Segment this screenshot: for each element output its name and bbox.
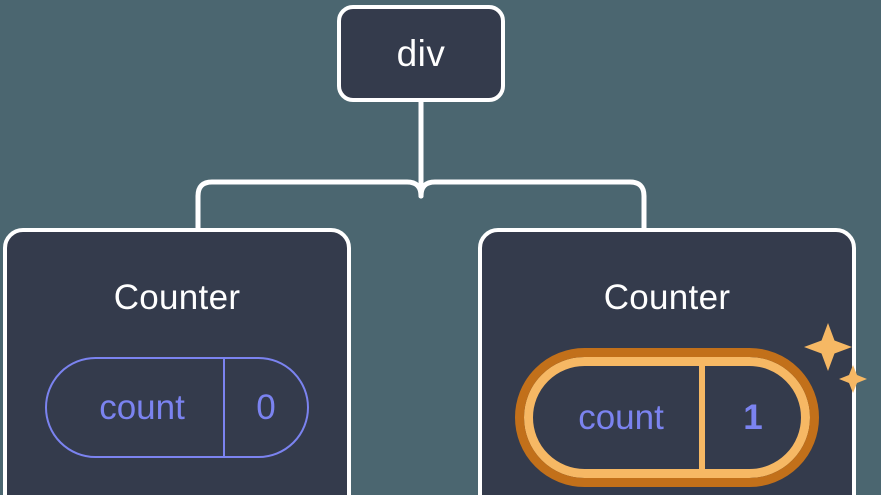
counter-right-state-value: 1 bbox=[743, 398, 763, 437]
sparkle-large-icon bbox=[804, 323, 852, 371]
node-div-label: div bbox=[396, 33, 446, 74]
counter-right-title: Counter bbox=[603, 278, 731, 317]
sparkle-icon bbox=[804, 323, 867, 393]
counter-right-state-key: count bbox=[533, 366, 705, 469]
node-counter-right[interactable]: Counter count 1 bbox=[478, 228, 867, 495]
counter-left-state-pill[interactable]: count 0 bbox=[45, 357, 309, 458]
connector-left bbox=[195, 179, 424, 231]
counter-left-state-value: 0 bbox=[256, 388, 276, 427]
counter-right-state-wrap: count 1 bbox=[515, 323, 867, 487]
sparkle-small-icon bbox=[839, 365, 867, 393]
node-counter-left[interactable]: Counter count 0 bbox=[3, 228, 351, 495]
counter-right-state-pill[interactable]: count 1 bbox=[515, 348, 819, 487]
counter-left-state-wrap: count 0 bbox=[45, 357, 309, 458]
node-div[interactable]: div bbox=[337, 5, 505, 102]
connector-right bbox=[418, 179, 647, 231]
counter-left-state-key: count bbox=[47, 359, 225, 456]
counter-left-title: Counter bbox=[113, 278, 241, 317]
